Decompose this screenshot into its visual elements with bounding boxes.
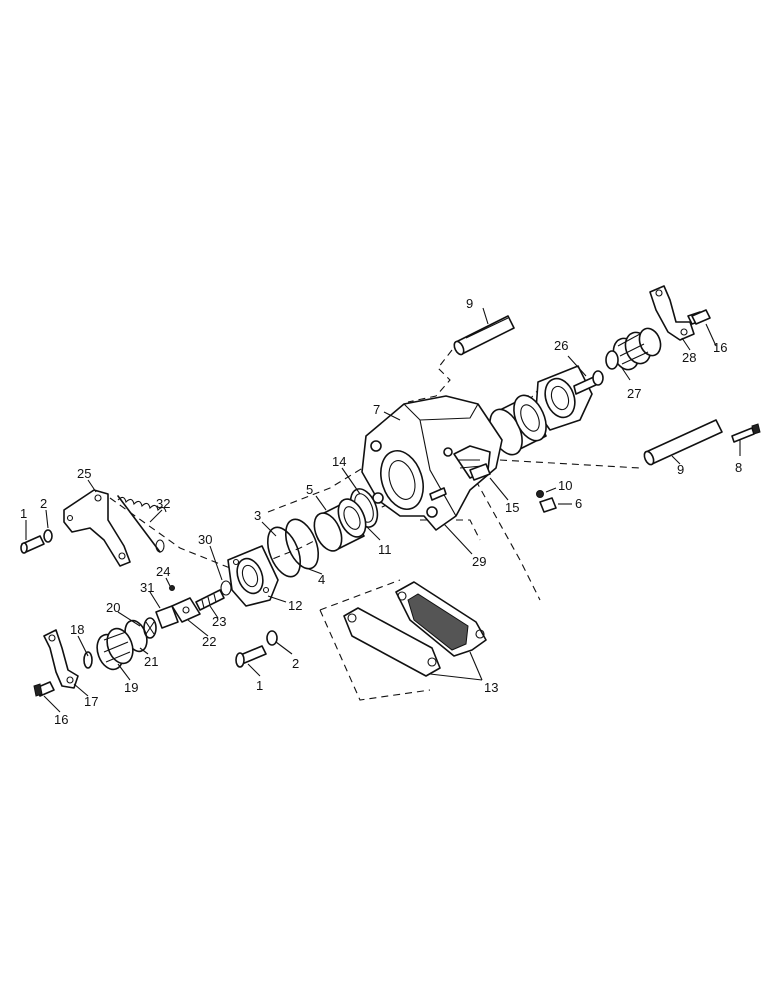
label-26: 26: [554, 338, 568, 353]
label-10: 10: [558, 478, 572, 493]
bolt-16-upper: [691, 309, 711, 325]
label-2-upper: 2: [40, 496, 47, 511]
label-32: 32: [156, 496, 170, 511]
caliper-housing-7: [361, 395, 503, 531]
nut-31: [155, 605, 179, 629]
label-17: 17: [84, 694, 98, 709]
piston-5: [313, 498, 367, 552]
label-28: 28: [682, 350, 696, 365]
screw-24: [169, 585, 175, 591]
pin-lower: [643, 419, 723, 466]
label-8: 8: [735, 460, 742, 475]
washer-2-upper: [43, 529, 53, 543]
callout-labels: 9 7 26 16 28 27 9 8 14 10 6 15 5 11 29 2…: [20, 296, 742, 727]
label-14: 14: [332, 454, 346, 469]
label-16-upper: 16: [713, 340, 727, 355]
cover-26: [535, 365, 604, 431]
label-12: 12: [288, 598, 302, 613]
label-1-lower: 1: [256, 678, 263, 693]
o-ring-3: [266, 526, 302, 578]
label-5: 5: [306, 482, 313, 497]
label-2-lower: 2: [292, 656, 299, 671]
label-18: 18: [70, 622, 84, 637]
label-27: 27: [627, 386, 641, 401]
label-23: 23: [212, 614, 226, 629]
label-1-upper: 1: [20, 506, 27, 521]
label-20: 20: [106, 600, 120, 615]
bolt-6: [539, 497, 557, 513]
spring-32: [117, 495, 167, 553]
bleeder-15: [469, 463, 491, 481]
label-6: 6: [575, 496, 582, 511]
label-30: 30: [198, 532, 212, 547]
lever-17: [43, 629, 79, 689]
label-29: 29: [472, 554, 486, 569]
bolt-10: [536, 490, 544, 498]
label-19: 19: [124, 680, 138, 695]
spindle-23: [195, 589, 225, 611]
label-3: 3: [254, 508, 261, 523]
label-7: 7: [373, 402, 380, 417]
cover-12: [227, 545, 279, 607]
bolt-1-lower: [235, 645, 267, 668]
lever-28: [649, 285, 705, 341]
label-15: 15: [505, 500, 519, 515]
label-22: 22: [202, 634, 216, 649]
washer-18: [83, 651, 93, 669]
plate-22: [171, 597, 201, 623]
bracket-25: [63, 489, 131, 567]
leader-lines: [25, 307, 741, 713]
label-25: 25: [77, 466, 91, 481]
label-13: 13: [484, 680, 498, 695]
bolt-16-lower: [33, 681, 55, 697]
washer-2-lower: [266, 630, 278, 646]
pin-upper: [453, 315, 515, 356]
o-ring-4: [284, 518, 320, 570]
bolt-8: [731, 423, 761, 443]
label-9-upper: 9: [466, 296, 473, 311]
label-21: 21: [144, 654, 158, 669]
bolt-1-upper: [20, 535, 45, 554]
label-16-lower: 16: [54, 712, 68, 727]
label-4: 4: [318, 572, 325, 587]
label-31: 31: [140, 580, 154, 595]
pin-29: [429, 487, 447, 501]
adjuster-19: [96, 627, 134, 671]
label-24: 24: [156, 564, 170, 579]
label-11: 11: [378, 542, 392, 557]
adjuster-27: [605, 327, 662, 371]
sleeve-part: [489, 394, 547, 456]
brake-pads-13: [343, 581, 487, 677]
label-9-lower: 9: [677, 462, 684, 477]
clip-30: [220, 580, 232, 596]
